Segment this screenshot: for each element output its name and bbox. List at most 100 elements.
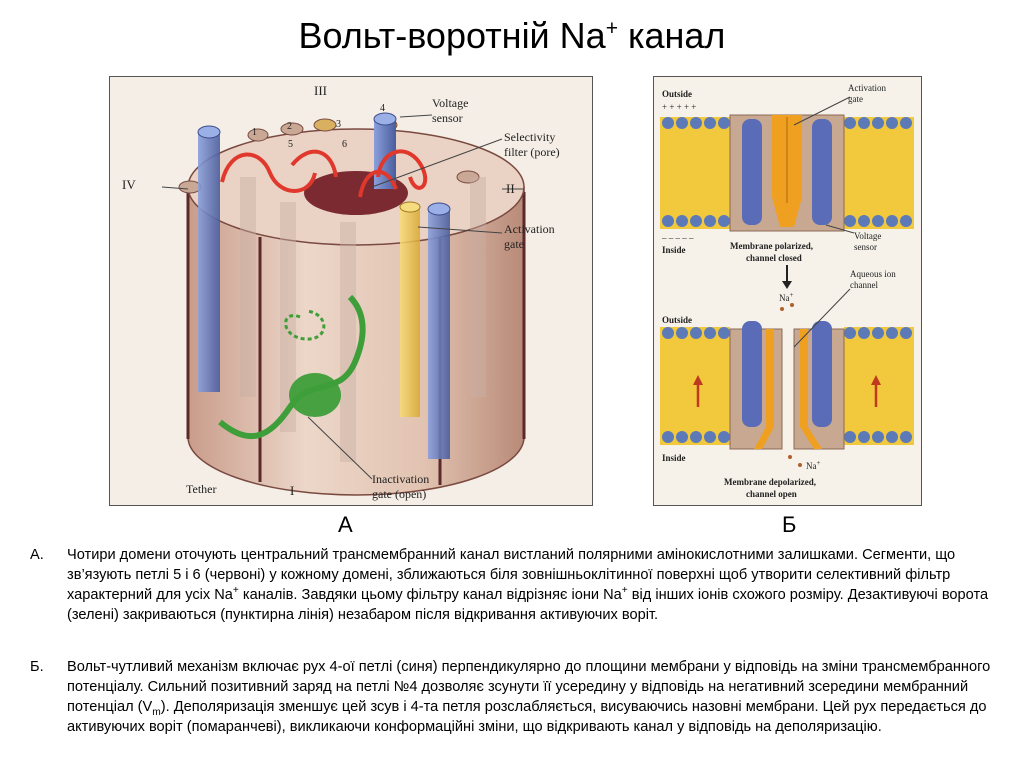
label-depolarized-line1: Membrane depolarized, (724, 477, 816, 487)
na-ion (798, 463, 802, 467)
title-text: Вольт-воротній Na (298, 15, 606, 56)
label-voltage-sensor-line1: Voltage (432, 96, 468, 110)
paragraph-a-sup-1: + (232, 585, 239, 597)
label-seg-2: 2 (287, 121, 292, 132)
activation-gate-rod (400, 207, 420, 417)
sensor-movement-arrowhead (693, 375, 703, 385)
lipid-bilayer-left (660, 117, 730, 229)
paragraph-a-sup-2: + (621, 585, 628, 597)
label-activation-line1: Activation (504, 222, 555, 236)
leader-line (793, 288, 851, 348)
na-ion (790, 303, 794, 307)
na-ion (788, 455, 792, 459)
figure-a-illustration: III IV II I 1 2 3 4 5 6 Voltage sensor S… (110, 77, 592, 505)
leader-line (161, 186, 189, 190)
p-loop (290, 149, 338, 178)
activation-gate-rod-top (399, 201, 421, 213)
inactivation-gate-closed-dashed (284, 309, 326, 341)
figure-b-gating-states: Outside + + + + + Activation gate – – – … (653, 76, 922, 506)
label-inactivation-line2: gate (open) (372, 487, 426, 501)
voltage-sensor-left (742, 321, 762, 427)
voltage-sensor-rod (198, 132, 220, 392)
label-outside-top: Outside (662, 89, 692, 99)
voltage-sensor-right (812, 321, 832, 427)
label-depolarized-line2: channel open (746, 489, 797, 499)
lipid-bilayer-left (660, 327, 730, 445)
paragraph-a: А. Чотири домени оточують центральний тр… (30, 545, 1005, 625)
label-domain-4: IV (122, 177, 136, 192)
voltage-sensor-rod-4-top (373, 112, 397, 126)
label-inactivation-line1: Inactivation (372, 472, 429, 486)
label-polarized-line2: channel closed (746, 253, 802, 263)
label-aqueous-line2: channel (850, 280, 878, 290)
label-seg-4: 4 (380, 103, 385, 114)
label-polarized-line1: Membrane polarized, (730, 241, 813, 251)
figure-b-caption: Б (782, 512, 797, 537)
tether-chain (218, 294, 366, 440)
voltage-sensor-rod-front-top (427, 202, 451, 216)
membrane-closed (660, 114, 914, 232)
label-domain-2: II (506, 181, 515, 196)
page-title: Вольт-воротній Na+ канал (0, 14, 1024, 58)
p-loop (376, 149, 428, 190)
label-inside-bottom: Inside (662, 453, 686, 463)
p-loop (358, 169, 398, 198)
paragraph-a-text-1: Чотири домени оточують центральний транс… (67, 547, 956, 603)
label-domain-3: III (314, 83, 327, 98)
segment-rod (340, 222, 356, 462)
label-seg-6: 6 (342, 139, 347, 150)
paragraph-a-text-3: від інших іонів схожого розміру. Дезакти… (67, 587, 989, 623)
paragraph-b: Б. Вольт-чутливий механізм включає рух 4… (30, 657, 1005, 737)
rod-top (178, 180, 202, 194)
label-seg-1: 1 (252, 127, 257, 138)
voltage-sensor-rod-top (197, 125, 221, 139)
paragraph-b-subscript: m (152, 706, 161, 718)
paragraph-b-text-2: ). Деполяризація зменшує цей зсув і 4-та… (67, 699, 987, 735)
leader-line (371, 138, 503, 188)
rod-top (313, 118, 337, 132)
leader-line (307, 416, 373, 480)
paragraph-a-body: Чотири домени оточують центральний транс… (67, 545, 1005, 625)
label-activation-line2: gate (504, 237, 524, 251)
label-seg-5: 5 (288, 139, 293, 150)
label-domain-1: I (290, 483, 294, 498)
membrane-open (660, 321, 914, 450)
label-plus-signs: + + + + + (662, 102, 696, 112)
label-na-bottom: Na+ (806, 459, 821, 471)
paragraph-a-text-2: каналів. Завдяки цьому фільтру канал від… (238, 587, 622, 603)
figure-a-caption: А (338, 512, 353, 537)
leader-line (399, 114, 433, 118)
leader-line (417, 226, 503, 234)
activation-gate-open-left (754, 329, 774, 449)
rod-top (247, 128, 269, 142)
label-minus-signs: – – – – – (661, 233, 694, 243)
label-selectivity-line1: Selectivity (504, 130, 555, 144)
title-superscript: + (605, 17, 618, 40)
segment-rod (280, 202, 296, 432)
lipid-bilayer-right (844, 327, 914, 445)
label-voltage-sensor-line1: Voltage (854, 231, 881, 241)
label-activation-gate-line2: gate (848, 94, 863, 104)
title-rest: канал (617, 15, 726, 56)
voltage-sensor-left (742, 119, 762, 225)
lipid-bilayer-right (844, 117, 914, 229)
label-voltage-sensor-line2: sensor (432, 111, 463, 125)
figure-a-channel-structure: III IV II I 1 2 3 4 5 6 Voltage sensor S… (109, 76, 593, 506)
rod-top (456, 170, 480, 184)
voltage-sensor-rod-front (428, 209, 450, 459)
segment-rod (240, 177, 256, 397)
label-na-top: Na+ (779, 291, 794, 303)
rod-top (280, 122, 304, 136)
leader-line (825, 224, 855, 234)
transition-arrowhead (782, 281, 792, 289)
leader-line (793, 96, 851, 126)
label-inside-top: Inside (662, 245, 686, 255)
label-tether: Tether (186, 482, 216, 496)
figure-b-illustration: Outside + + + + + Activation gate – – – … (654, 77, 921, 505)
paragraph-b-text-1: Вольт-чутливий механізм включає рух 4-ої… (67, 659, 991, 715)
label-outside-bottom: Outside (662, 315, 692, 325)
label-seg-3: 3 (336, 119, 341, 130)
paragraph-a-marker: А. (30, 547, 44, 563)
label-voltage-sensor-line2: sensor (854, 242, 877, 252)
p-loop (220, 152, 317, 193)
